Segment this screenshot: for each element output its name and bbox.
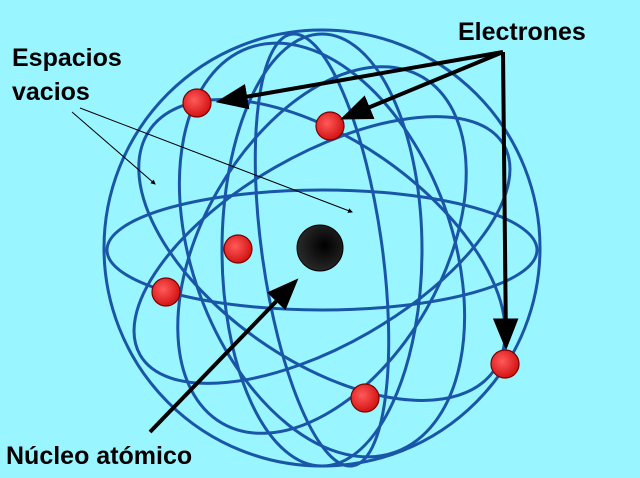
electrones-label: Electrones	[458, 18, 586, 46]
electron-arrows	[148, 50, 519, 434]
electron	[350, 383, 380, 413]
electron	[490, 349, 520, 379]
spaces-arrows	[71, 107, 353, 213]
espacios-label-1: Espacios	[12, 44, 122, 72]
electrons	[151, 88, 520, 413]
electron	[223, 234, 253, 264]
electron	[151, 277, 181, 307]
electron	[182, 88, 212, 118]
espacios-label-2: vacios	[12, 78, 90, 106]
electron	[315, 111, 345, 141]
nucleus	[296, 224, 344, 272]
orbits	[102, 28, 542, 468]
nucleo-label: Núcleo atómico	[6, 442, 193, 470]
